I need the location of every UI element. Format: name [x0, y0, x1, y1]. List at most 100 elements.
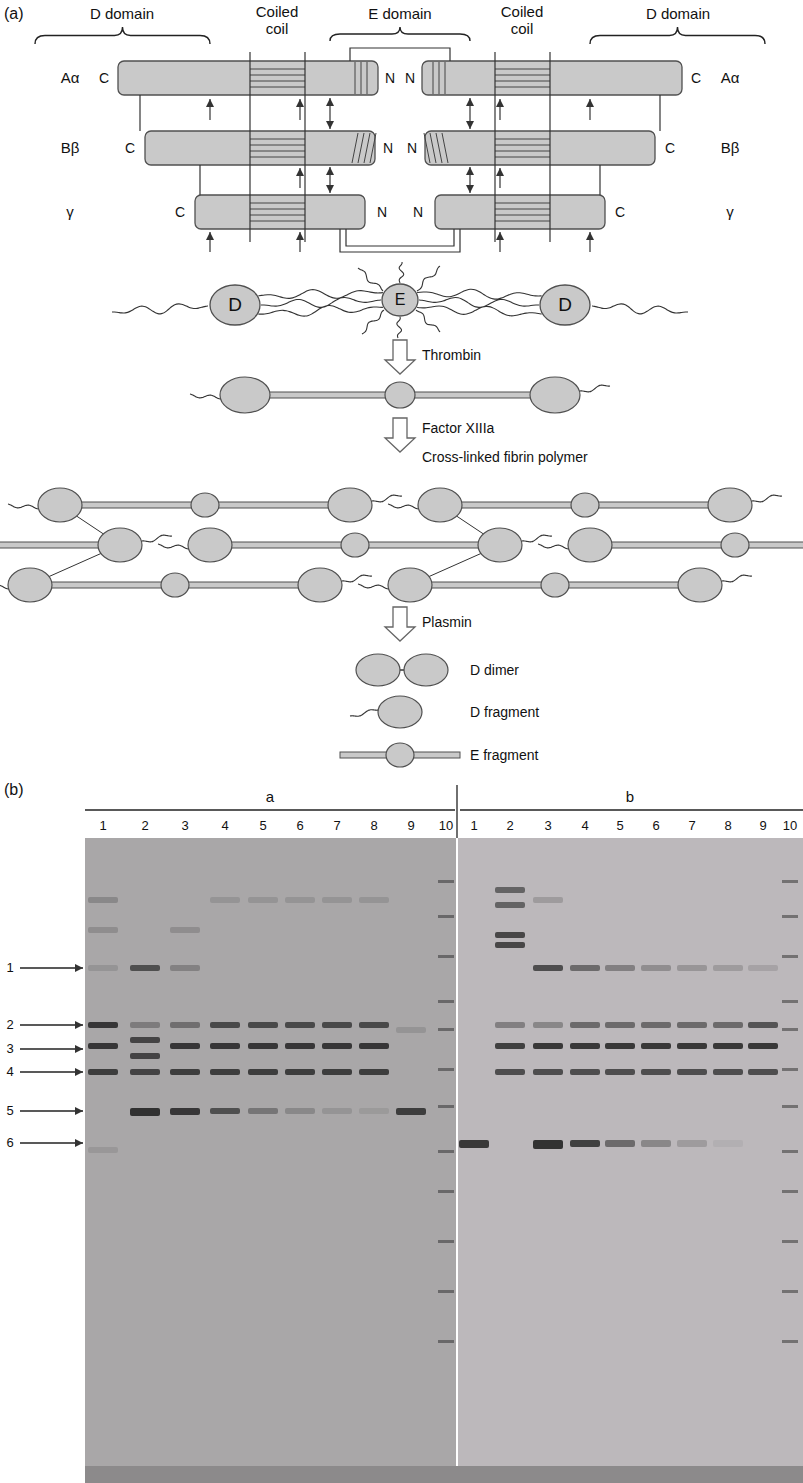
- fibrinopeptide-hatch: [352, 133, 358, 163]
- e-domain: [571, 493, 599, 517]
- coil-stripe: [250, 87, 305, 88]
- e-domain: [341, 533, 369, 557]
- protein-band: [495, 902, 525, 908]
- protein-band: [210, 1069, 240, 1075]
- group-line: [460, 809, 803, 810]
- lane-number: 4: [581, 819, 588, 834]
- gel-group-label: a: [266, 788, 274, 805]
- alpha-c-tail: [8, 504, 38, 509]
- d-domain: [418, 488, 462, 522]
- alpha-c-tail: [752, 495, 782, 502]
- coil-stripe: [495, 75, 550, 76]
- fibrinopeptide-hatch: [424, 133, 430, 163]
- process-arrow: [385, 340, 415, 374]
- protein-band: [396, 1027, 426, 1033]
- thrombin-site-arrow: [329, 98, 330, 129]
- lane-number: 10: [783, 819, 797, 834]
- process-arrow: [385, 418, 415, 452]
- domain-node: D: [209, 284, 261, 326]
- protein-band: [322, 1069, 352, 1075]
- marker-band: [782, 1240, 798, 1243]
- e-domain: [161, 573, 189, 597]
- panel-letter: (b): [4, 781, 24, 799]
- alpha-c-tail: [142, 535, 172, 542]
- chain-name: Aα: [61, 69, 80, 86]
- coil-stripe: [250, 151, 305, 152]
- protein-band: [130, 1037, 160, 1043]
- d-domain: [388, 568, 432, 602]
- protein-band: [359, 897, 389, 903]
- protein-band: [130, 1069, 160, 1075]
- band-number: 4: [6, 1065, 13, 1080]
- protein-band: [570, 965, 600, 971]
- enzyme-label: Factor XIIIa: [422, 420, 494, 436]
- fibrinopeptide-stripe: [433, 62, 434, 94]
- terminus-label: C: [175, 204, 185, 220]
- protein-band: [88, 1069, 118, 1075]
- protein-band: [459, 1140, 489, 1148]
- gel-image: [458, 838, 803, 1483]
- d-domain: [188, 528, 232, 562]
- d-domain: [530, 377, 580, 413]
- marker-band: [438, 1290, 454, 1293]
- marker-band: [438, 1340, 454, 1343]
- protein-band: [641, 1022, 671, 1028]
- chain-name: γ: [66, 203, 74, 220]
- bracket: [590, 27, 765, 44]
- protein-band: [322, 1022, 352, 1028]
- marker-band: [782, 1190, 798, 1193]
- terminus-label: N: [377, 204, 387, 220]
- fibrinopeptide-hatch: [358, 133, 364, 163]
- coil-stripe: [250, 81, 305, 82]
- terminus-label: C: [99, 70, 109, 86]
- terminus-label: C: [615, 204, 625, 220]
- protein-band: [533, 965, 563, 971]
- coil-stripe: [250, 75, 305, 76]
- chain-schematic: [35, 27, 765, 252]
- protein-band: [248, 1022, 278, 1028]
- bracket: [330, 27, 470, 41]
- protein-band: [641, 1140, 671, 1147]
- protein-band: [495, 932, 525, 938]
- d-domain: [708, 488, 752, 522]
- cleavage-arrow: [499, 232, 500, 252]
- protein-band: [170, 1022, 200, 1028]
- protein-band: [605, 1069, 635, 1075]
- marker-band: [782, 955, 798, 958]
- coiled-coil-strands: [417, 289, 541, 316]
- coil-stripe: [495, 145, 550, 146]
- coil-stripe: [250, 215, 305, 216]
- fibrinopeptide-stripe: [361, 62, 362, 94]
- protein-band: [713, 1043, 743, 1049]
- protein-band: [359, 1022, 389, 1028]
- marker-band: [782, 880, 798, 883]
- marker-band: [438, 1068, 454, 1071]
- marker-band: [782, 1340, 798, 1343]
- protein-band: [605, 1140, 635, 1147]
- protein-band: [748, 1069, 778, 1075]
- band-number: 6: [6, 1136, 13, 1151]
- n-terminal-strand: [416, 310, 440, 332]
- protein-band: [713, 1022, 743, 1028]
- n-terminal-strand: [358, 268, 383, 291]
- coil-stripe: [495, 81, 550, 82]
- cleavage-arrow: [209, 99, 210, 120]
- terminus-label: N: [407, 140, 417, 156]
- band-pointer: [20, 1071, 83, 1072]
- alpha-c-tail: [722, 575, 752, 582]
- alpha-c-tail: [538, 544, 568, 549]
- alpha-c-tail: [592, 304, 688, 314]
- d-domain: [356, 654, 400, 686]
- fibrinopeptide-stripe: [355, 62, 356, 94]
- d-domain: [678, 568, 722, 602]
- marker-band: [438, 1028, 454, 1031]
- protein-band: [248, 1043, 278, 1049]
- lane-number: 6: [652, 819, 659, 834]
- coil-stripe: [495, 87, 550, 88]
- terminus-label: C: [125, 140, 135, 156]
- chain-name: Bβ: [61, 139, 80, 156]
- protein-band: [495, 1043, 525, 1049]
- protein-band: [359, 1069, 389, 1075]
